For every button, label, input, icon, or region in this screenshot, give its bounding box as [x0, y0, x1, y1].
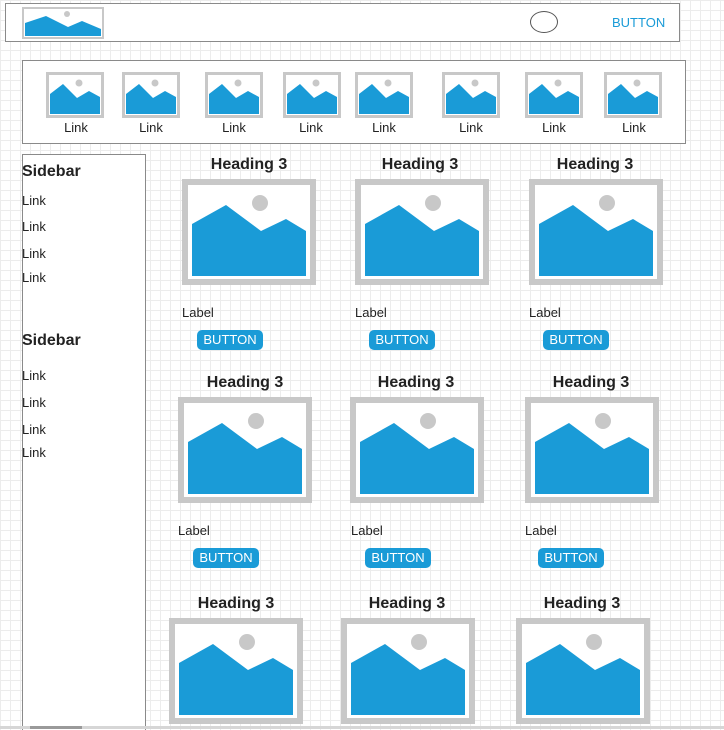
sidebar-link[interactable]: Link — [22, 246, 46, 261]
card-heading: Heading 3 — [210, 156, 288, 173]
nav-thumbnail-icon[interactable] — [355, 72, 413, 118]
logo-image-icon — [22, 7, 104, 39]
sidebar-link[interactable]: Link — [22, 219, 46, 234]
card-image-icon — [529, 179, 663, 285]
header-circle-icon[interactable] — [530, 11, 558, 33]
card-label: Label — [182, 305, 214, 320]
nav-link[interactable]: Link — [542, 120, 566, 135]
nav-thumbnail-icon[interactable] — [442, 72, 500, 118]
sidebar-link[interactable]: Link — [22, 395, 46, 410]
sidebar-link[interactable]: Link — [22, 193, 46, 208]
card-heading: Heading 3 — [543, 595, 621, 612]
nav-thumbnail-icon[interactable] — [205, 72, 263, 118]
card-heading: Heading 3 — [197, 595, 275, 612]
card-label: Label — [529, 305, 561, 320]
sidebar-link[interactable]: Link — [22, 368, 46, 383]
card-heading: Heading 3 — [381, 156, 459, 173]
card-heading: Heading 3 — [377, 374, 455, 391]
card-heading: Heading 3 — [552, 374, 630, 391]
card-button[interactable]: BUTTON — [197, 330, 263, 350]
nav-link[interactable]: Link — [622, 120, 646, 135]
nav-link[interactable]: Link — [139, 120, 163, 135]
card-button[interactable]: BUTTON — [538, 548, 604, 568]
header-button[interactable]: BUTTON — [612, 15, 666, 30]
scrollbar-thumb[interactable] — [30, 726, 82, 729]
card-image-icon — [341, 618, 475, 724]
nav-link[interactable]: Link — [222, 120, 246, 135]
card-button[interactable]: BUTTON — [543, 330, 609, 350]
nav-link[interactable]: Link — [64, 120, 88, 135]
sidebar — [22, 154, 146, 730]
card-image-icon — [350, 397, 484, 503]
card-image-icon — [178, 397, 312, 503]
nav-link[interactable]: Link — [299, 120, 323, 135]
card-heading: Heading 3 — [556, 156, 634, 173]
sidebar-title: Sidebar — [22, 163, 81, 180]
card-label: Label — [351, 523, 383, 538]
sidebar-link[interactable]: Link — [22, 445, 46, 460]
card-button[interactable]: BUTTON — [369, 330, 435, 350]
nav-thumbnail-icon[interactable] — [525, 72, 583, 118]
card-heading: Heading 3 — [206, 374, 284, 391]
card-image-icon — [355, 179, 489, 285]
sidebar-link[interactable]: Link — [22, 422, 46, 437]
nav-thumbnail-icon[interactable] — [46, 72, 104, 118]
card-image-icon — [525, 397, 659, 503]
nav-link[interactable]: Link — [372, 120, 396, 135]
nav-thumbnail-icon[interactable] — [122, 72, 180, 118]
card-heading: Heading 3 — [368, 595, 446, 612]
nav-thumbnail-icon[interactable] — [604, 72, 662, 118]
card-label: Label — [178, 523, 210, 538]
card-label: Label — [355, 305, 387, 320]
sidebar-link[interactable]: Link — [22, 270, 46, 285]
sidebar-title: Sidebar — [22, 332, 81, 349]
card-image-icon — [169, 618, 303, 724]
card-button[interactable]: BUTTON — [193, 548, 259, 568]
card-image-icon — [516, 618, 650, 724]
header-bar — [5, 3, 680, 42]
card-label: Label — [525, 523, 557, 538]
nav-thumbnail-icon[interactable] — [283, 72, 341, 118]
horizontal-scrollbar[interactable] — [0, 726, 724, 729]
nav-link[interactable]: Link — [459, 120, 483, 135]
card-image-icon — [182, 179, 316, 285]
card-button[interactable]: BUTTON — [365, 548, 431, 568]
